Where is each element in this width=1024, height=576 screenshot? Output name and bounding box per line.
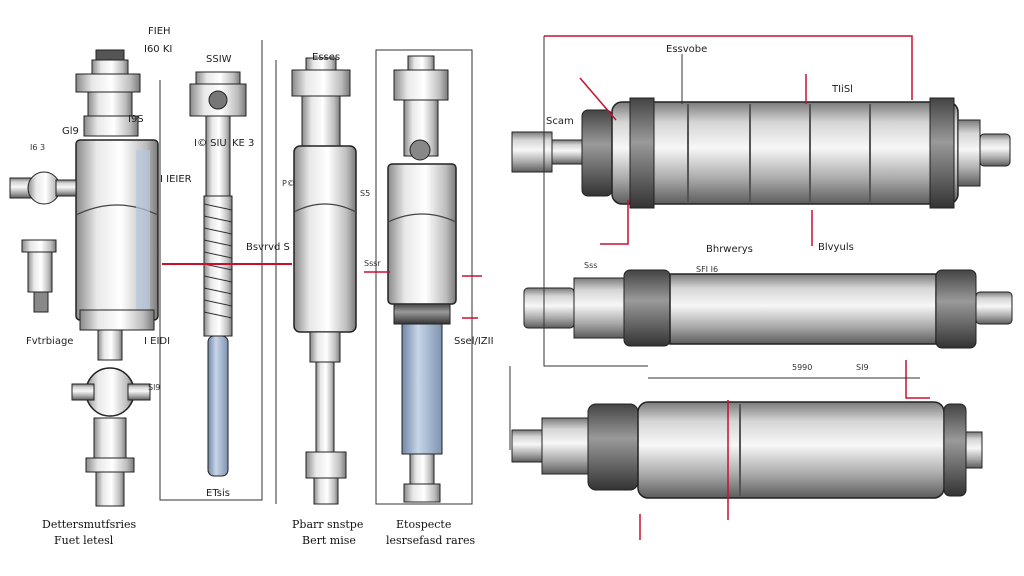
label-a7: Fvtrbiage — [26, 336, 73, 347]
label-a9: Sl9 — [148, 383, 160, 392]
label-d5: Blvyuls — [818, 242, 854, 253]
caption-right-2: lesrsefasd rares — [386, 534, 475, 547]
label-b5: ETsis — [206, 488, 230, 499]
label-a1: FIEH — [148, 26, 171, 37]
label-a8: I EIDI — [144, 336, 170, 347]
caption-right-1: Etospecte — [396, 518, 451, 531]
label-c2: P© — [282, 179, 295, 188]
label-a3: I9S — [128, 114, 144, 125]
label-d2: Scam — [546, 116, 574, 127]
label-b2: I© SIU — [194, 138, 227, 149]
label-b3: KE 3 — [232, 138, 254, 149]
label-d9: SI9 — [856, 363, 869, 372]
leader-lines — [159, 35, 930, 540]
label-a6: I IEIER — [160, 174, 192, 185]
valve-body-icon — [9, 171, 77, 205]
label-c3: S5 — [360, 189, 370, 198]
label-a2: I60 KI — [144, 44, 172, 55]
threaded-shaft-icon — [189, 71, 247, 477]
label-d1: Essvobe — [666, 44, 707, 55]
caption-left-2: Fuet letesl — [54, 534, 114, 547]
caption-mid-2: Bert mise — [302, 534, 356, 547]
pump-assembly-icon — [9, 49, 159, 507]
label-d7: SFI I6 — [696, 265, 718, 274]
label-c4: Sssr — [364, 259, 381, 268]
label-a5: I6 3 — [30, 143, 45, 152]
hydraulic-cylinder-icon — [511, 97, 1013, 499]
piston-rod-icon — [387, 55, 457, 503]
label-d6: Sss — [584, 261, 597, 270]
caption-mid-1: Pbarr snstpe — [292, 518, 363, 531]
labels: FIEH I60 KI I9S Gl9 I6 3 I IEIER Fvtrbia… — [26, 26, 869, 547]
label-a4: Gl9 — [62, 126, 79, 137]
label-d3: TIiSl — [831, 84, 853, 95]
label-b1: SSIW — [206, 54, 232, 65]
hydraulic-cylinder-icon — [291, 57, 357, 505]
label-d4: Bhrwerys — [706, 244, 753, 255]
label-c5: Ssel/IZII — [454, 336, 494, 347]
caption-left-1: Dettersmutfsries — [42, 518, 137, 531]
label-b4: Bsvrvd S — [246, 242, 290, 253]
label-d8: 5990 — [792, 363, 812, 372]
label-c1: Esses — [312, 52, 340, 63]
